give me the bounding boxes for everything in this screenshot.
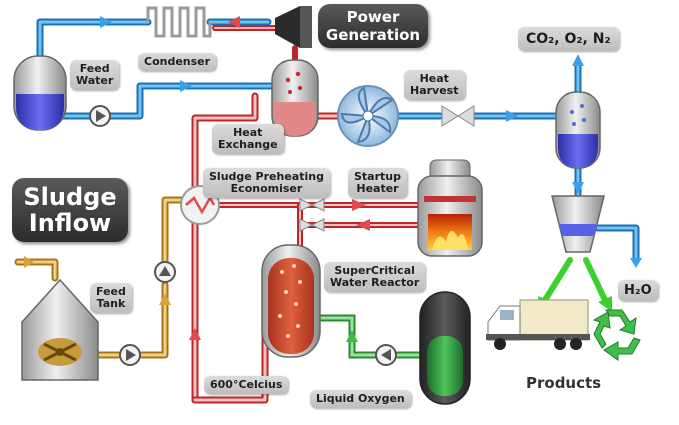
recycle-icon	[592, 309, 641, 361]
sludge-pump-icon	[119, 344, 141, 366]
product-funnel	[551, 195, 605, 253]
heat-exchange-vessel	[271, 59, 319, 137]
products-label: Products	[526, 374, 602, 392]
power-turbine	[275, 6, 312, 48]
heat-harvest-fan	[337, 85, 399, 147]
sludge-booster-pump-icon	[154, 261, 176, 283]
supercritical-reactor	[261, 244, 321, 358]
supercritical-reactor-label: SuperCritical Water Reactor	[324, 262, 426, 292]
pump-icons	[89, 105, 397, 366]
truck-icon	[486, 299, 590, 350]
feed-water-label: Feed Water	[70, 60, 120, 90]
water-pipes	[36, 18, 640, 262]
startup-valves	[299, 198, 325, 232]
power-generation-label: Power Generation	[318, 4, 428, 48]
temperature-label: 600°Celcius	[204, 376, 289, 394]
startup-heater-furnace	[417, 159, 483, 257]
oxygen-pipe	[314, 314, 424, 359]
sludge-preheating-label: Sludge Preheating Economiser	[203, 168, 330, 198]
liquid-oxygen-label: Liquid Oxygen	[310, 390, 411, 408]
feed-water-tank	[13, 55, 67, 131]
feed-water-pump-icon	[89, 105, 111, 127]
heat-harvest-label: Heat Harvest	[404, 70, 465, 100]
gases-label: CO₂, O₂, N₂	[518, 27, 619, 51]
oxygen-pump-icon	[375, 344, 397, 366]
feed-tank	[21, 278, 99, 381]
condenser-label: Condenser	[138, 53, 217, 71]
gas-separator-vessel	[555, 91, 601, 169]
startup-heater-label: Startup Heater	[348, 168, 407, 198]
condenser-coil	[146, 6, 212, 38]
feed-tank-label: Feed Tank	[90, 283, 132, 313]
product-arrows	[542, 257, 608, 303]
pressure-valve	[441, 105, 475, 127]
liquid-oxygen-tank	[419, 291, 471, 405]
heat-exchange-label: Heat Exchange	[212, 124, 284, 154]
sludge-inflow-title: Sludge Inflow	[12, 178, 128, 242]
water-output-label: H₂O	[618, 280, 658, 301]
